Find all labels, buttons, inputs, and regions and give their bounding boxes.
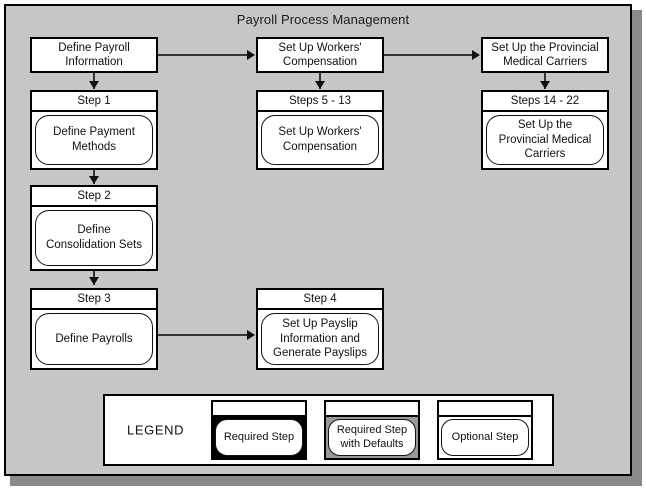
top-box-set-up-workers-compensation[interactable]: Set Up Workers' Compensation [256, 37, 384, 73]
top-box-set-up-provincial-medical-carriers[interactable]: Set Up the Provincial Medical Carriers [481, 37, 609, 73]
arrowhead-workers-to-medical [472, 50, 480, 60]
step-label-define-payrolls[interactable]: Define Payrolls [35, 313, 153, 365]
legend-body-required-step-with-defaults: Required Step with Defaults [326, 417, 418, 458]
step-group-step-4[interactable]: Step 4 Set Up Payslip Information and Ge… [256, 288, 384, 370]
arrowhead-payroll-to-step1 [89, 81, 99, 89]
arrowhead-workers-to-steps5-13 [315, 81, 325, 89]
step-header-step-1: Step 1 [32, 92, 156, 112]
connector-step3-to-step4 [158, 334, 248, 336]
step-header-steps-14-22: Steps 14 - 22 [483, 92, 607, 112]
legend-head-optional-step [439, 402, 531, 417]
legend-head-required-step [213, 402, 305, 417]
legend-label-required-step: Required Step [215, 419, 303, 456]
step-body-step-2: Define Consolidation Sets [32, 207, 156, 269]
top-box-define-payroll-information[interactable]: Define Payroll Information [30, 37, 158, 73]
legend-label-required-step-with-defaults: Required Step with Defaults [328, 419, 416, 456]
step-label-define-payment-methods[interactable]: Define Payment Methods [35, 115, 153, 165]
legend-item-optional-step[interactable]: Optional Step [437, 400, 533, 460]
page-title: Payroll Process Management [236, 12, 410, 27]
legend-head-required-step-with-defaults [326, 402, 418, 417]
step-body-steps-14-22: Set Up the Provincial Medical Carriers [483, 112, 607, 169]
step-group-step-2[interactable]: Step 2 Define Consolidation Sets [30, 185, 158, 271]
legend-item-required-step[interactable]: Required Step [211, 400, 307, 460]
legend-label-optional-step: Optional Step [441, 419, 529, 456]
arrowhead-step3-to-step4 [247, 330, 255, 340]
step-label-set-up-provincial-medical-carriers[interactable]: Set Up the Provincial Medical Carriers [486, 115, 604, 166]
connector-payroll-to-workers [158, 54, 248, 56]
step-body-steps-5-13: Set Up Workers' Compensation [258, 112, 382, 168]
arrowhead-step1-to-step2 [89, 176, 99, 184]
step-header-step-3: Step 3 [32, 290, 156, 310]
step-group-step-1[interactable]: Step 1 Define Payment Methods [30, 90, 158, 170]
step-label-set-up-payslip-information[interactable]: Set Up Payslip Information and Generate … [261, 313, 379, 365]
legend-title: LEGEND [127, 422, 185, 438]
arrowhead-medical-to-steps14-22 [540, 81, 550, 89]
step-header-step-2: Step 2 [32, 187, 156, 207]
step-group-steps-5-13[interactable]: Steps 5 - 13 Set Up Workers' Compensatio… [256, 90, 384, 170]
legend-body-required-step: Required Step [213, 417, 305, 458]
connector-workers-to-medical [384, 54, 473, 56]
legend-item-required-step-with-defaults[interactable]: Required Step with Defaults [324, 400, 420, 460]
step-label-set-up-workers-compensation[interactable]: Set Up Workers' Compensation [261, 115, 379, 165]
step-header-step-4: Step 4 [258, 290, 382, 310]
step-header-steps-5-13: Steps 5 - 13 [258, 92, 382, 112]
legend-body-optional-step: Optional Step [439, 417, 531, 458]
step-label-define-consolidation-sets[interactable]: Define Consolidation Sets [35, 210, 153, 266]
step-body-step-4: Set Up Payslip Information and Generate … [258, 310, 382, 368]
step-body-step-1: Define Payment Methods [32, 112, 156, 168]
step-body-step-3: Define Payrolls [32, 310, 156, 368]
arrowhead-step2-to-step3 [89, 277, 99, 285]
step-group-steps-14-22[interactable]: Steps 14 - 22 Set Up the Provincial Medi… [481, 90, 609, 170]
arrowhead-payroll-to-workers [247, 50, 255, 60]
step-group-step-3[interactable]: Step 3 Define Payrolls [30, 288, 158, 370]
